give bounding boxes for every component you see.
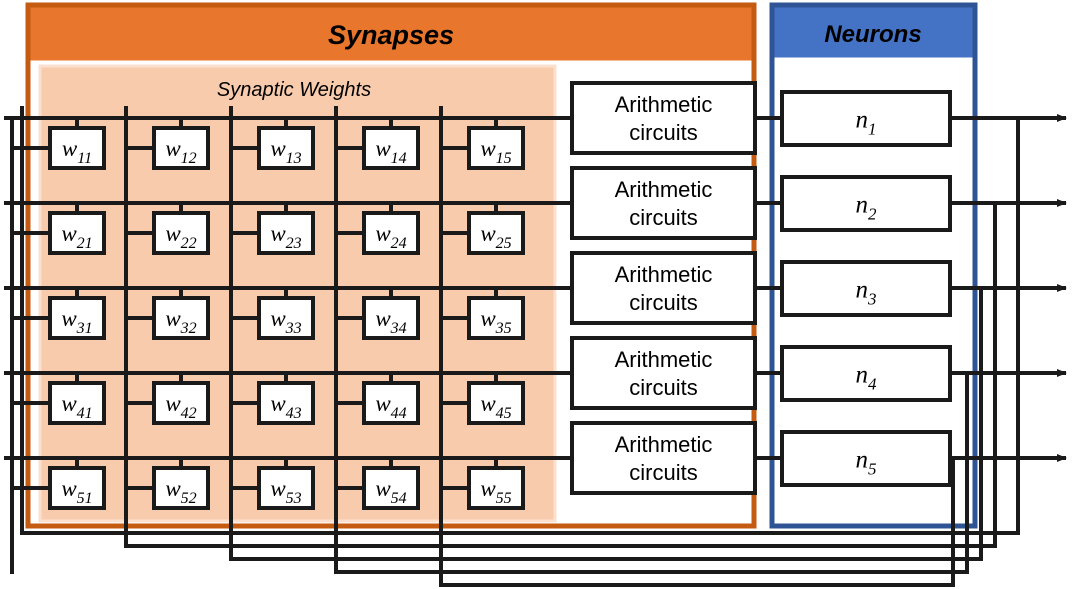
weight-box-24[interactable]: [362, 211, 420, 255]
weight-box-21[interactable]: [48, 211, 106, 255]
arithmetic-circuit-box-3[interactable]: [570, 251, 757, 325]
weight-box-25[interactable]: [467, 211, 525, 255]
weight-box-41[interactable]: [48, 381, 106, 425]
arithmetic-circuit-box-2[interactable]: [570, 166, 757, 240]
weight-box-12[interactable]: [152, 126, 210, 170]
weight-box-43[interactable]: [257, 381, 315, 425]
feedback-loop-4: [334, 106, 969, 574]
neuron-box-3[interactable]: [780, 260, 952, 317]
arithmetic-circuit-label-line1-5: Arithmetic: [615, 432, 713, 457]
neuron-box-4[interactable]: [780, 345, 952, 402]
arithmetic-circuit-label-line2-5: circuits: [629, 460, 697, 485]
weight-box-13[interactable]: [257, 126, 315, 170]
feedback-loop-3: [229, 106, 983, 561]
arithmetic-circuit-label-line2-1: circuits: [629, 120, 697, 145]
neuron-box-5[interactable]: [780, 430, 952, 487]
weight-box-15[interactable]: [467, 126, 525, 170]
weight-box-51[interactable]: [48, 466, 106, 510]
weight-box-42[interactable]: [152, 381, 210, 425]
arithmetic-circuit-label-line1-3: Arithmetic: [615, 262, 713, 287]
weight-box-55[interactable]: [467, 466, 525, 510]
weight-box-33[interactable]: [257, 296, 315, 340]
arithmetic-circuit-label-line2-3: circuits: [629, 290, 697, 315]
weight-box-11[interactable]: [48, 126, 106, 170]
weight-box-23[interactable]: [257, 211, 315, 255]
weight-box-53[interactable]: [257, 466, 315, 510]
arithmetic-circuit-box-5[interactable]: [570, 421, 757, 495]
weight-box-52[interactable]: [152, 466, 210, 510]
feedback-loop-5: [439, 106, 955, 587]
synapses-title: Synapses: [328, 20, 454, 50]
weight-box-54[interactable]: [362, 466, 420, 510]
feedback-loop-2: [124, 106, 997, 548]
neurons-title: Neurons: [824, 21, 921, 48]
arithmetic-circuit-label-line2-4: circuits: [629, 375, 697, 400]
weight-box-14[interactable]: [362, 126, 420, 170]
synaptic-weights-title: Synaptic Weights: [217, 79, 371, 101]
weight-box-45[interactable]: [467, 381, 525, 425]
arithmetic-circuit-label-line2-2: circuits: [629, 205, 697, 230]
feedback-loop-1: [20, 106, 1020, 535]
neuron-box-1[interactable]: [780, 90, 952, 147]
neuron-box-2[interactable]: [780, 175, 952, 232]
arithmetic-circuit-label-line1-4: Arithmetic: [615, 347, 713, 372]
weight-box-35[interactable]: [467, 296, 525, 340]
arithmetic-circuit-label-line1-1: Arithmetic: [615, 92, 713, 117]
arithmetic-circuit-box-4[interactable]: [570, 336, 757, 410]
arithmetic-circuit-label-line1-2: Arithmetic: [615, 177, 713, 202]
weight-box-32[interactable]: [152, 296, 210, 340]
synapses-header: [30, 7, 752, 61]
weight-box-31[interactable]: [48, 296, 106, 340]
arithmetic-circuit-box-1[interactable]: [570, 81, 757, 155]
neurons-header: [774, 7, 973, 58]
weight-box-44[interactable]: [362, 381, 420, 425]
neurons-panel: [769, 2, 978, 529]
weight-box-34[interactable]: [362, 296, 420, 340]
weight-box-22[interactable]: [152, 211, 210, 255]
